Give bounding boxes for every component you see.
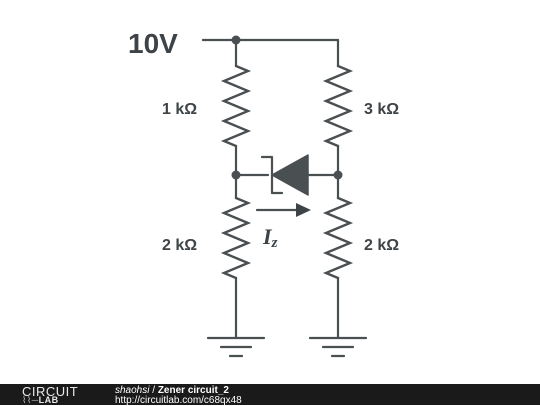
current-arrow [255, 203, 311, 217]
resistor-glyph-icon: ⌇⌇─ [22, 395, 39, 405]
ground-left [206, 336, 266, 358]
label-r-top-left: 1 kΩ [162, 101, 197, 118]
ground-right [308, 336, 368, 358]
zener-current-label: Iz [262, 224, 278, 251]
resistor-2k-left [220, 196, 252, 280]
logo-lab-text: LAB [38, 395, 59, 405]
label-r-top-right: 3 kΩ [364, 101, 399, 118]
circuit-meta: shaohsi / Zener circuit_2 [115, 385, 229, 396]
label-r-bottom-right: 2 kΩ [364, 237, 399, 254]
circuit-url-link[interactable]: http://circuitlab.com/c68qx48 [115, 395, 242, 406]
footer-bar: CIRCUIT ⌇⌇─LAB shaohsi / Zener circuit_2… [0, 384, 540, 406]
circuitlab-logo-sub: ⌇⌇─LAB [22, 395, 59, 406]
resistor-1k [220, 64, 252, 148]
label-r-bottom-left: 2 kΩ [162, 237, 197, 254]
meta-separator: / [149, 385, 158, 396]
resistor-3k [322, 64, 354, 148]
supply-voltage-label: 10V [128, 28, 178, 59]
schematic: 10V Iz 1 kΩ 3 kΩ 2 kΩ 2 kΩ [128, 28, 399, 358]
zener-diode [260, 154, 309, 196]
resistor-2k-right [322, 196, 354, 280]
author-link[interactable]: shaohsi [115, 385, 150, 396]
circuitlab-logo: CIRCUIT [22, 384, 79, 399]
circuit-title: Zener circuit_2 [157, 385, 229, 396]
